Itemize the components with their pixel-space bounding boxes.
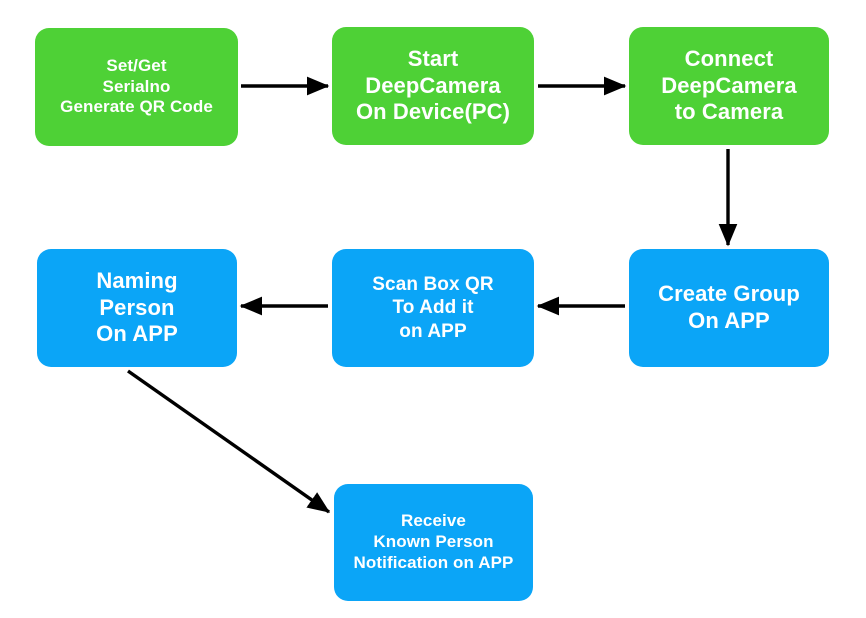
node-create-group-on-app[interactable]: Create Group On APP	[629, 249, 829, 367]
node-scan-box-qr-to-add-it-on-app[interactable]: Scan Box QR To Add it on APP	[332, 249, 534, 367]
node-receive-known-person-notification-on-app[interactable]: Receive Known Person Notification on APP	[334, 484, 533, 601]
node-set-get-serialno[interactable]: Set/Get Serialno Generate QR Code	[35, 28, 238, 146]
node-naming-person-on-app[interactable]: Naming Person On APP	[37, 249, 237, 367]
edge-naming-person-to-receive-notification	[127, 369, 331, 514]
node-connect-deepcamera-to-camera[interactable]: Connect DeepCamera to Camera	[629, 27, 829, 145]
node-start-deepcamera-on-device[interactable]: Start DeepCamera On Device(PC)	[332, 27, 534, 145]
